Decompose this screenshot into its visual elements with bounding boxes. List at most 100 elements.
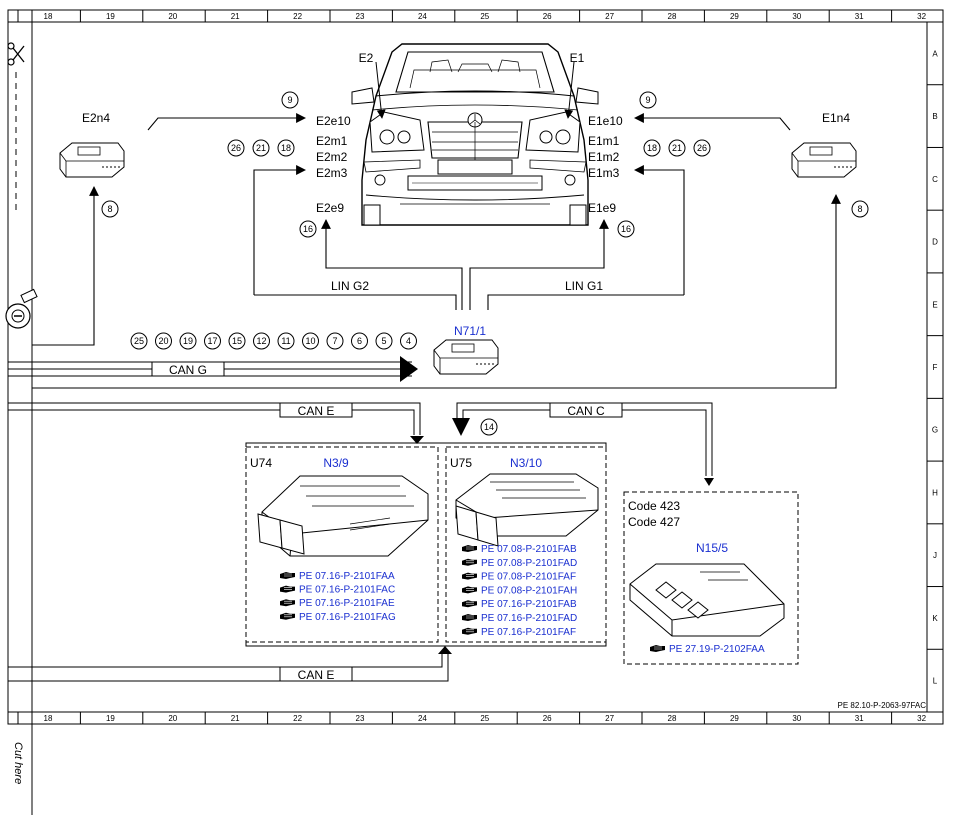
n3-9-label: N3/9 xyxy=(323,456,349,470)
e2-label: E2 xyxy=(359,51,374,65)
connection-lines xyxy=(32,113,841,389)
e2-pointer xyxy=(375,61,386,119)
column-label-bottom: 26 xyxy=(543,714,552,723)
n3-10-doc-link[interactable]: PE 07.08-P-2101FAH xyxy=(481,585,577,596)
u-bracket-bottom xyxy=(245,642,607,647)
ref-circle-right-group: 26 xyxy=(693,139,711,157)
pointing-hand-icon xyxy=(461,613,478,622)
n3-9-doc-link[interactable]: PE 07.16-P-2101FAC xyxy=(299,585,395,596)
ref-circle-right-group-label: 21 xyxy=(672,143,682,153)
dashed-enclosures xyxy=(245,446,799,665)
ref-circle-8-right-label: 8 xyxy=(857,204,862,214)
row-label: B xyxy=(932,112,937,121)
ref-circle-row-label: 17 xyxy=(207,336,217,346)
e1n4-module xyxy=(791,142,857,178)
ref-circle-left-group: 21 xyxy=(252,139,270,157)
column-label-bottom: 22 xyxy=(293,714,302,723)
ref-circle-left-group: 26 xyxy=(227,139,245,157)
n3-10-doc-link[interactable]: PE 07.16-P-2101FAD xyxy=(481,613,577,624)
ref-circle-row-label: 12 xyxy=(256,336,266,346)
ignition-lock-icon xyxy=(5,288,38,329)
n15-5-doc-link[interactable]: PE 27.19-P-2102FAA xyxy=(669,644,765,655)
can-g-bus xyxy=(8,356,418,382)
column-label-bottom: 29 xyxy=(730,714,739,723)
ref-circle-row: 19 xyxy=(179,332,197,350)
n3-9-doc-link[interactable]: PE 07.16-P-2101FAG xyxy=(299,612,396,623)
e2e9-label: E2e9 xyxy=(316,201,344,215)
ref-circle-row-label: 7 xyxy=(332,336,337,346)
ref-circle-14-label: 14 xyxy=(484,422,494,432)
row-label: L xyxy=(933,677,938,686)
n3-10-doc-link[interactable]: PE 07.08-P-2101FAF xyxy=(481,572,576,583)
column-label-top: 26 xyxy=(543,12,552,21)
ref-circle-right-group-label: 18 xyxy=(647,143,657,153)
pointing-hand-icon xyxy=(279,598,296,607)
ref-circle-8-left: 8 xyxy=(101,200,119,218)
row-label: F xyxy=(933,363,938,372)
n3-10-doc-link[interactable]: PE 07.16-P-2101FAB xyxy=(481,599,577,610)
u75-label: U75 xyxy=(450,456,472,470)
ref-circle-row: 17 xyxy=(204,332,221,350)
pointing-hand-icon xyxy=(279,612,296,621)
n71-label: N71/1 xyxy=(454,324,486,338)
ref-circle-row-label: 10 xyxy=(305,336,315,346)
e1n4-label: E1n4 xyxy=(822,111,850,125)
column-label-bottom: 27 xyxy=(605,714,614,723)
pointing-hand-icon xyxy=(279,571,296,580)
row-label: K xyxy=(932,614,938,623)
column-label-top: 28 xyxy=(668,12,677,21)
ref-circle-row-label: 15 xyxy=(232,336,242,346)
column-ticks: 1818191920202121222223232424252526262727… xyxy=(44,10,927,724)
e2n4-module xyxy=(59,142,125,178)
column-label-top: 20 xyxy=(168,12,177,21)
pointing-hand-icon xyxy=(649,644,666,653)
e1m2-label: E1m2 xyxy=(588,150,620,164)
e1m1-label: E1m1 xyxy=(588,134,620,148)
document-reference: PE 82.10-P-2063-97FAC xyxy=(838,701,927,710)
row-label: G xyxy=(932,426,938,435)
ref-circle-8-right: 8 xyxy=(851,200,869,218)
n3-9-doc-link[interactable]: PE 07.16-P-2101FAE xyxy=(299,598,395,609)
e2m1-label: E2m1 xyxy=(316,134,348,148)
ref-circle-left-group-label: 26 xyxy=(231,143,241,153)
cut-here-label: Cut here xyxy=(12,742,24,784)
column-label-top: 31 xyxy=(855,12,864,21)
u-bracket-top xyxy=(245,442,607,447)
column-label-top: 30 xyxy=(792,12,801,21)
column-label-top: 19 xyxy=(106,12,115,21)
column-label-bottom: 18 xyxy=(44,714,53,723)
ref-circle-row: 10 xyxy=(302,332,319,350)
n3-9-doc-link[interactable]: PE 07.16-P-2101FAA xyxy=(299,571,395,582)
can-g-label: CAN G xyxy=(169,363,207,377)
e1-label: E1 xyxy=(570,51,585,65)
code-423-label: Code 423 xyxy=(628,499,680,513)
row-label: E xyxy=(932,300,937,309)
pointing-hand-icon xyxy=(461,558,478,567)
row-label: A xyxy=(932,49,938,58)
ref-circle-row: 7 xyxy=(326,332,344,350)
column-label-bottom: 19 xyxy=(106,714,115,723)
ref-circle-right-group: 21 xyxy=(668,139,686,157)
ref-circle-9-left-label: 9 xyxy=(287,95,292,105)
code-427-label: Code 427 xyxy=(628,515,680,529)
ref-circle-16-left-label: 16 xyxy=(303,224,313,234)
ref-circle-row-label: 25 xyxy=(134,336,144,346)
ref-circle-16-left: 16 xyxy=(299,220,317,238)
ref-circle-left-group: 18 xyxy=(277,139,295,157)
ref-circle-9-left: 9 xyxy=(281,91,299,109)
column-label-top: 22 xyxy=(293,12,302,21)
pointing-hand-icon xyxy=(461,572,478,580)
can-e-bottom-bus xyxy=(8,646,452,682)
n3-10-doc-link[interactable]: PE 07.08-P-2101FAB xyxy=(481,544,577,555)
column-label-bottom: 32 xyxy=(917,714,926,723)
e1e9-label: E1e9 xyxy=(588,201,616,215)
column-label-top: 29 xyxy=(730,12,739,21)
column-label-top: 32 xyxy=(917,12,926,21)
ref-circle-row-label: 19 xyxy=(183,336,193,346)
n3-10-doc-link[interactable]: PE 07.08-P-2101FAD xyxy=(481,558,577,569)
n3-10-doc-link[interactable]: PE 07.16-P-2101FAF xyxy=(481,627,576,638)
column-label-bottom: 23 xyxy=(356,714,365,723)
ref-circle-left-group-label: 21 xyxy=(256,143,266,153)
